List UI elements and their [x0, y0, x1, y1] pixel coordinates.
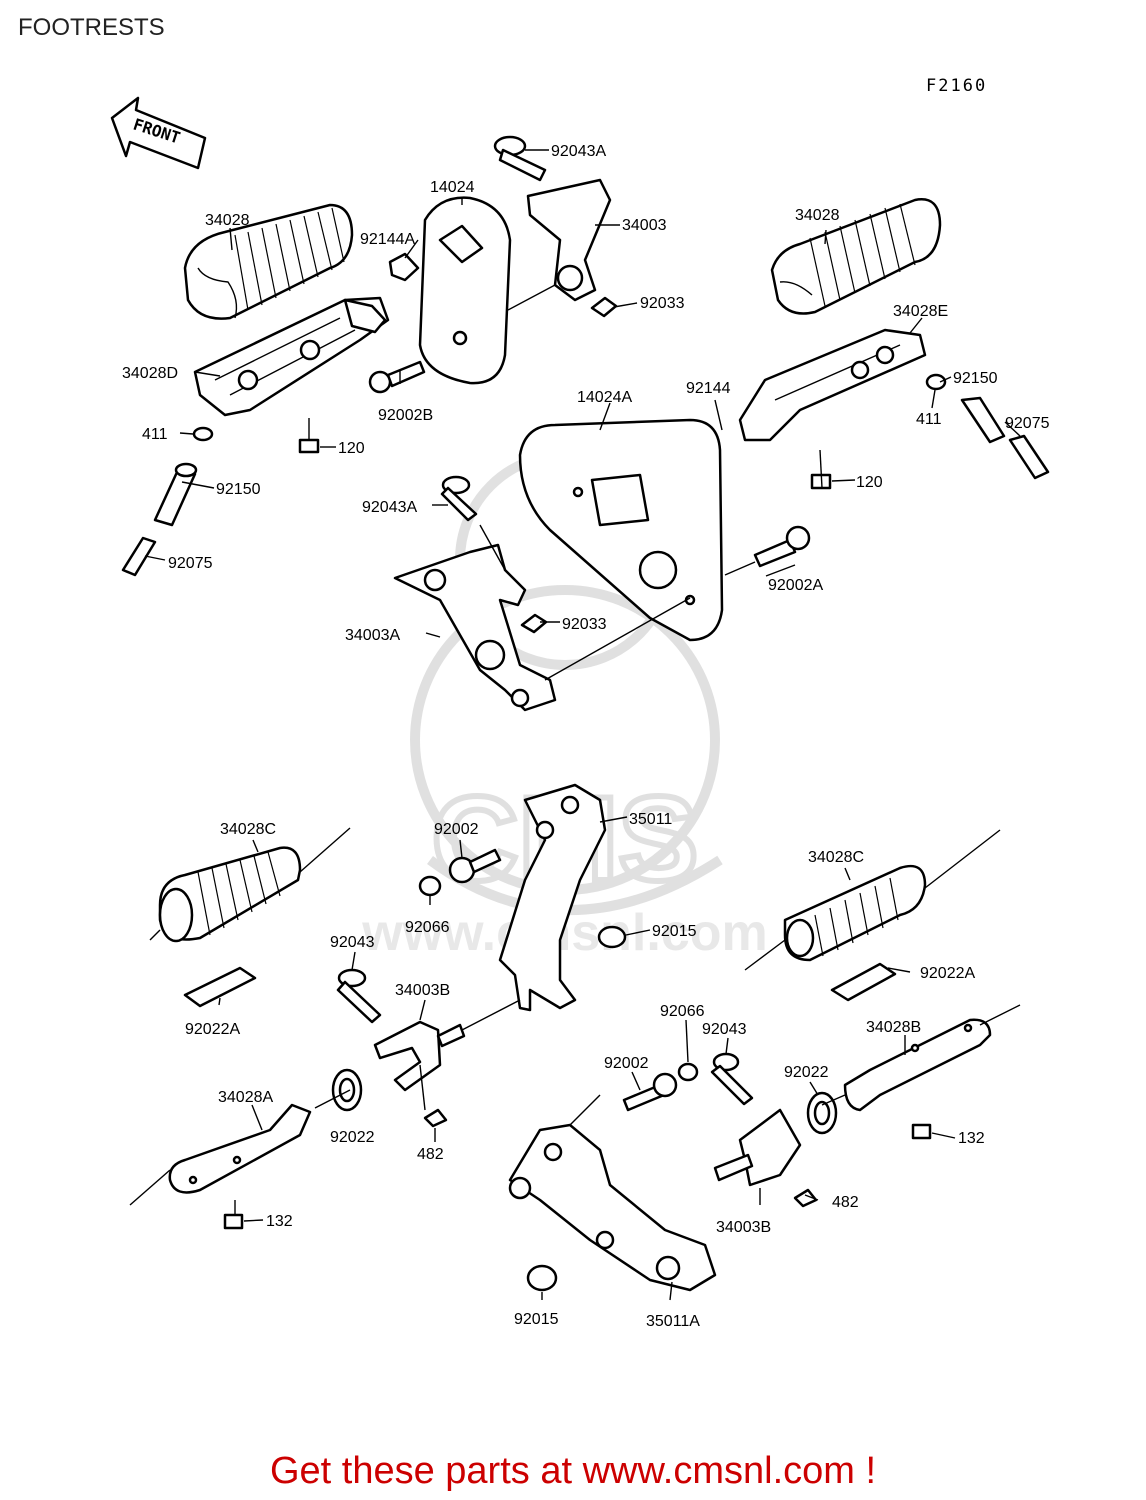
figure-code: F2160 [926, 76, 988, 96]
front-arrow-marker: FRONT [110, 96, 207, 170]
washer-passenger-left [331, 1068, 363, 1112]
part-label-120-left: 120 [338, 440, 365, 457]
part-label-92033-top: 92033 [640, 295, 685, 312]
part-label-92066-upper: 92066 [405, 919, 450, 936]
part-label-92015-upper: 92015 [652, 923, 697, 940]
passenger-rubber-left [158, 846, 302, 943]
plunger-front-right [960, 396, 1006, 444]
part-label-92043-left: 92043 [330, 934, 375, 951]
part-label-92022a-left: 92022A [185, 1021, 240, 1038]
part-label-92022-left: 92022 [330, 1129, 375, 1146]
passenger-footpeg-right [843, 1018, 992, 1112]
part-label-34028e: 34028E [893, 303, 948, 320]
part-label-92075-left: 92075 [168, 555, 213, 572]
part-label-92002-lower: 92002 [604, 1055, 649, 1072]
part-label-92075-right: 92075 [1005, 415, 1050, 432]
rubber-cap-front-left [121, 536, 157, 577]
part-label-34003b-left: 34003B [395, 982, 450, 999]
bolt-passenger-right-lower [911, 1123, 932, 1140]
part-label-34003: 34003 [622, 217, 667, 234]
leader-lines [129, 149, 1021, 1301]
pin-passenger-right [710, 1052, 754, 1106]
part-label-34028c-right: 34028C [808, 849, 864, 866]
part-label-92015-lower: 92015 [514, 1311, 559, 1328]
footpeg-bracket-front-right [738, 328, 927, 442]
part-label-92144a: 92144A [360, 231, 415, 248]
part-label-92144: 92144 [686, 380, 731, 397]
promo-footer-link[interactable]: Get these parts at www.cmsnl.com ! [269, 1450, 877, 1492]
plunger-front-left [153, 462, 198, 527]
footpeg-rubber-front-left [183, 203, 354, 320]
part-label-132-left: 132 [266, 1213, 293, 1230]
footpeg-hinge-left [373, 1020, 466, 1092]
washer-front-left [192, 426, 214, 442]
part-label-35011: 35011 [629, 811, 672, 828]
part-label-34003b-right: 34003B [716, 1219, 771, 1236]
part-label-92002b: 92002B [378, 407, 433, 424]
part-label-92002a: 92002A [768, 577, 823, 594]
part-label-34028a: 34028A [218, 1089, 273, 1106]
part-label-34028d: 34028D [122, 365, 178, 382]
cotter-pin-front-left [590, 296, 618, 318]
spring-front-left [388, 252, 420, 282]
part-label-34028-left: 34028 [205, 212, 250, 229]
footpeg-mount-front-right [393, 543, 557, 712]
washer-passenger-upper [418, 875, 442, 897]
page-title: FOOTRESTS [18, 14, 165, 41]
plate-right [830, 962, 897, 1002]
part-label-92043-right: 92043 [702, 1021, 747, 1038]
passenger-footpeg-left [168, 1103, 312, 1194]
part-label-34003a: 34003A [345, 627, 400, 644]
part-label-14024a: 14024A [577, 389, 632, 406]
parts-diagram: CMS www.cmsnl.com FRONT [110, 96, 1050, 1330]
footpeg-bracket-front-left [193, 296, 390, 417]
footpeg-mount-front-left [526, 178, 612, 302]
pin-front-right [440, 475, 478, 522]
bolt-passenger-left-lower [223, 1213, 244, 1230]
cotter-passenger-left [423, 1108, 448, 1128]
heel-guard-front-right [518, 418, 724, 642]
part-label-92150-right: 92150 [953, 370, 998, 387]
pin-front-left [493, 135, 547, 182]
part-label-92002-upper: 92002 [434, 821, 479, 838]
plate-left [183, 966, 257, 1008]
nut-passenger-lower [526, 1264, 558, 1292]
part-label-92066-lower: 92066 [660, 1003, 705, 1020]
washer-passenger-right [806, 1091, 838, 1135]
bolt-front-right [753, 525, 811, 568]
part-label-132-right: 132 [958, 1130, 985, 1147]
footpeg-rubber-front-right [770, 198, 942, 315]
passenger-rubber-right [783, 864, 927, 962]
washer-passenger-lower [677, 1062, 699, 1082]
part-label-34028c-left: 34028C [220, 821, 276, 838]
bolt-passenger-lower [622, 1072, 678, 1112]
nut-passenger-upper [597, 925, 627, 949]
washer-front-right [925, 373, 947, 391]
part-label-35011a: 35011A [646, 1313, 700, 1330]
pin-passenger-left [336, 968, 382, 1024]
part-label-14024: 14024 [430, 179, 475, 196]
part-label-482-left: 482 [417, 1146, 444, 1163]
screw-front-left [298, 418, 320, 454]
part-label-92150-left: 92150 [216, 481, 261, 498]
part-label-92022a-right: 92022A [920, 965, 975, 982]
part-label-34028b: 34028B [866, 1019, 921, 1036]
footpeg-hinge-right [713, 1108, 802, 1187]
part-label-92043a-top: 92043A [551, 143, 606, 160]
heel-guard-front-left [418, 196, 512, 385]
part-label-92033-mid: 92033 [562, 616, 607, 633]
rubber-cap-front-right [1008, 434, 1050, 480]
part-label-92043a-mid: 92043A [362, 499, 417, 516]
part-label-92022-right: 92022 [784, 1064, 829, 1081]
cotter-pin-front-right [520, 613, 548, 634]
part-label-411-left: 411 [142, 426, 168, 443]
part-label-411-right: 411 [916, 411, 942, 428]
part-label-120-right: 120 [856, 474, 883, 491]
part-label-34028-right: 34028 [795, 207, 840, 224]
passenger-bracket-main [498, 783, 607, 1012]
bolt-front-left [368, 360, 426, 394]
part-labels: 92043A 14024 34003 34028 92144A 34028 92… [122, 143, 1050, 1330]
cotter-passenger-right [793, 1188, 818, 1208]
part-label-482-right: 482 [832, 1194, 859, 1211]
